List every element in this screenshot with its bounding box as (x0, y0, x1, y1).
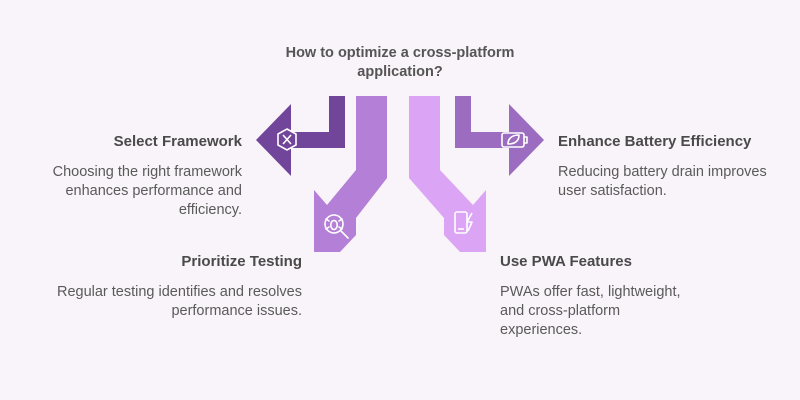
prioritize-testing-description: Regular testing identifies and resolves … (56, 284, 302, 319)
use-pwa-arrow (409, 96, 486, 252)
eco-battery-icon (501, 132, 528, 148)
enhance-battery-heading: Enhance Battery Efficiency (558, 133, 752, 150)
diagram-title: How to optimize a cross-platform applica… (285, 45, 515, 80)
select-framework-description: Choosing the right framework enhances pe… (52, 164, 242, 218)
bug-search-icon (324, 214, 349, 239)
mobile-flash-icon (454, 211, 473, 234)
use-pwa-heading: Use PWA Features (500, 253, 632, 270)
select-framework-heading: Select Framework (113, 133, 242, 150)
use-pwa-description: PWAs offer fast, lightweight, and cross-… (500, 284, 681, 338)
prioritize-testing-heading: Prioritize Testing (181, 253, 302, 270)
framework-icon (277, 128, 297, 151)
enhance-battery-arrow (455, 96, 544, 176)
select-framework-arrow (256, 96, 345, 176)
prioritize-testing-arrow (314, 96, 387, 252)
enhance-battery-description: Reducing battery drain improves user sat… (558, 164, 767, 199)
